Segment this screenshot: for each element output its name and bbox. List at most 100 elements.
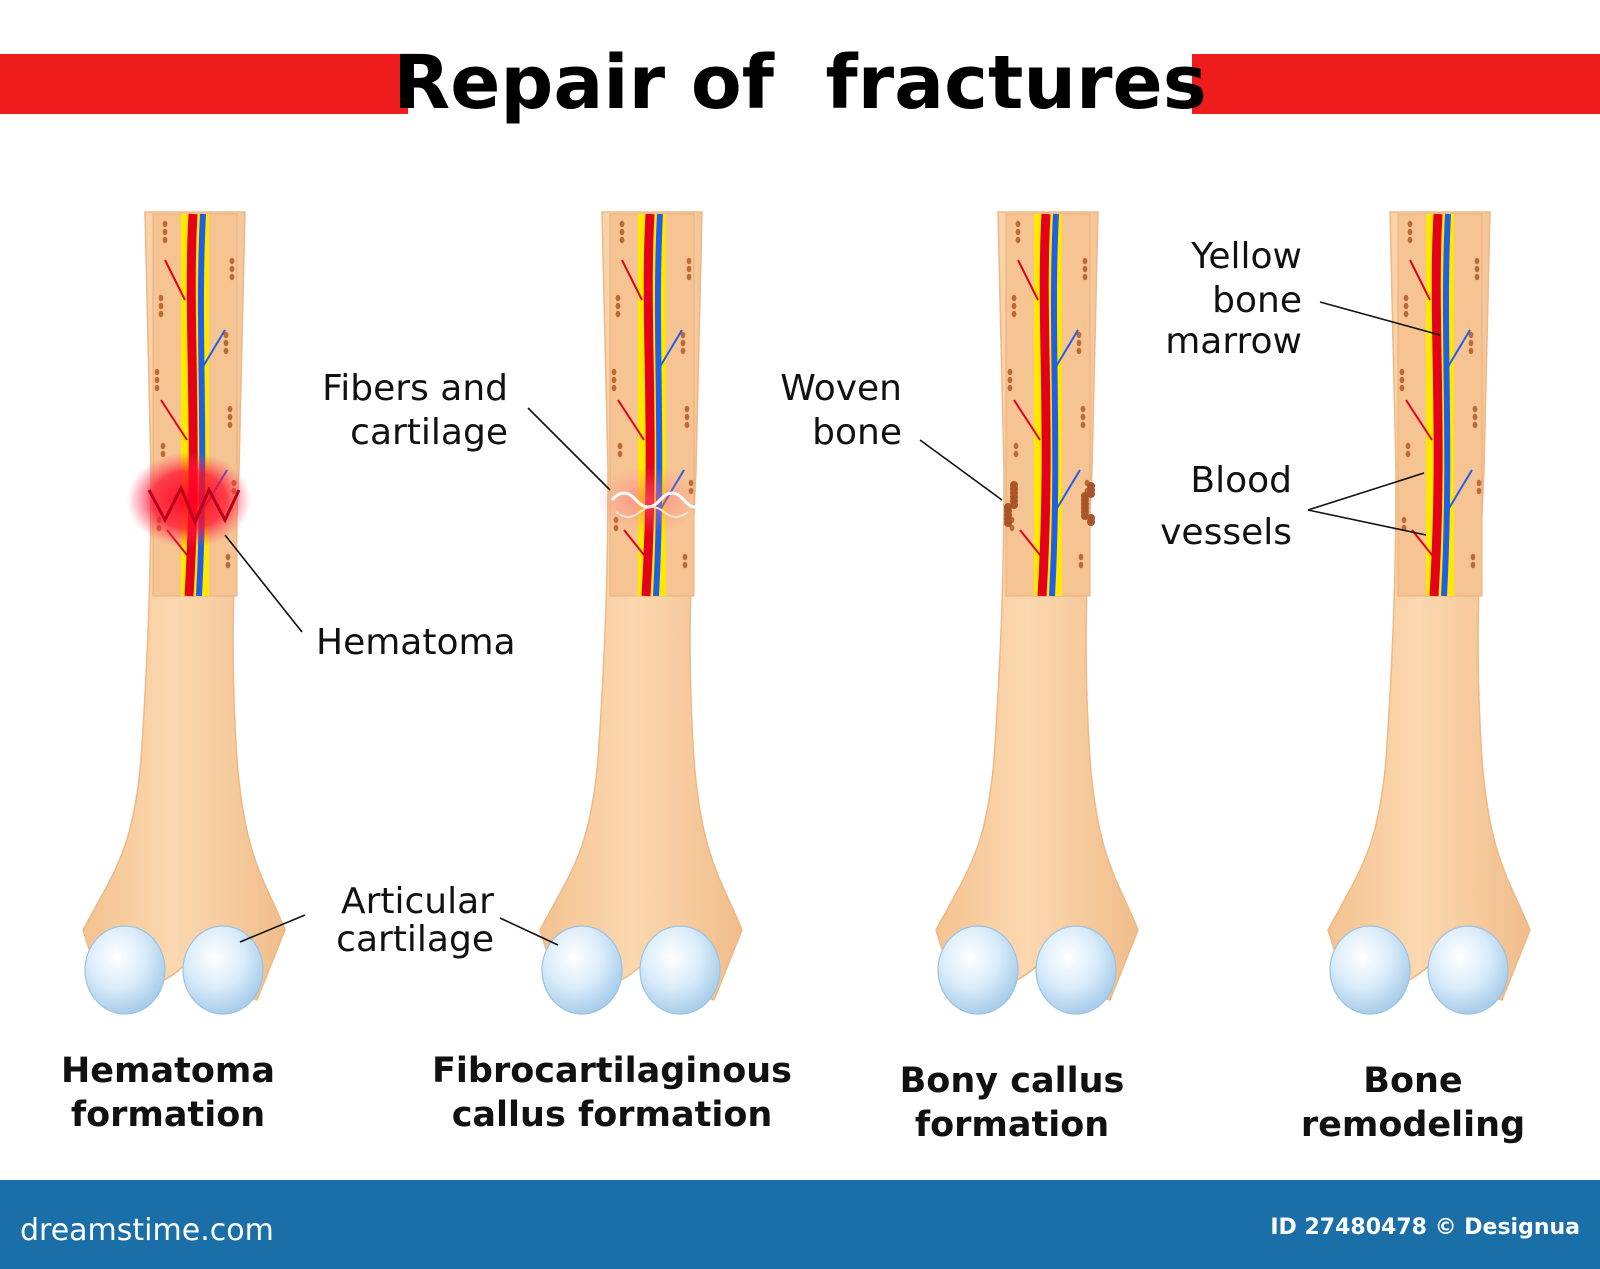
bone-pore xyxy=(1468,331,1474,339)
articular-cartilage-left xyxy=(937,925,1019,1015)
bone-pore xyxy=(160,450,166,458)
bone-pore xyxy=(1474,257,1480,265)
fracture-line xyxy=(147,484,241,526)
bone-pore xyxy=(1403,310,1409,318)
leader-vessels-1 xyxy=(1307,472,1425,511)
bone-pore xyxy=(615,302,621,310)
bone-pore xyxy=(227,413,233,421)
bone-pore xyxy=(680,339,686,347)
bone-pore xyxy=(1468,347,1474,355)
bone-pore xyxy=(1080,413,1086,421)
bone-pore xyxy=(162,236,168,244)
vessel-branch xyxy=(1411,529,1437,561)
bone-pore xyxy=(1407,220,1413,228)
caption-stage-1-line2: formation xyxy=(71,1095,265,1135)
caption-stage-4-line2: remodeling xyxy=(1301,1105,1525,1145)
leader-articular-1 xyxy=(239,914,306,943)
leader-fibers xyxy=(527,407,611,491)
vessel-branch xyxy=(621,259,643,301)
vessel-branch xyxy=(623,529,649,561)
label-blood-vessels-line2: vessels xyxy=(1160,512,1292,553)
leader-lines xyxy=(224,301,1441,946)
bone-pore xyxy=(1078,553,1084,561)
articular-cartilage-right xyxy=(1035,925,1117,1015)
bone-pore xyxy=(154,368,160,376)
footer-credit: ID 27480478 © Designua xyxy=(1270,1215,1580,1240)
articular-cartilage-left xyxy=(1329,925,1411,1015)
label-woven-bone-line2: bone xyxy=(812,412,902,453)
bone-pore xyxy=(1399,384,1405,392)
bone-pore xyxy=(1011,302,1017,310)
articular-cartilage-right xyxy=(182,925,264,1015)
vessel-branch xyxy=(1445,329,1471,371)
label-fibers-cartilage-line1: Fibers and xyxy=(322,368,508,409)
articular-cartilage-left xyxy=(541,925,623,1015)
footer-bar: dreamstime.com ID 27480478 © Designua xyxy=(0,1180,1600,1269)
cartilage-fibers xyxy=(615,506,689,518)
articular-cartilage-left xyxy=(84,925,166,1015)
bone-pore xyxy=(227,421,233,429)
bone-pore xyxy=(684,405,690,413)
bone-pore xyxy=(1013,450,1019,458)
vein xyxy=(1049,213,1059,597)
bone-pore xyxy=(1470,561,1476,569)
bone-pore xyxy=(1472,405,1478,413)
bone-pore xyxy=(617,442,623,450)
bone-pore xyxy=(611,384,617,392)
bone-pore xyxy=(686,257,692,265)
bone-pore xyxy=(1399,376,1405,384)
bone-pore xyxy=(160,442,166,450)
footer-site[interactable]: dreamstime.com xyxy=(20,1213,274,1248)
caption-stage-2-line1: Fibrocartilaginous xyxy=(432,1051,792,1091)
bone-pore xyxy=(1407,236,1413,244)
articular-cartilage-right xyxy=(639,925,721,1015)
bone-pore xyxy=(684,413,690,421)
page-title: Repair of fractures xyxy=(393,40,1207,126)
label-woven-bone-line1: Woven xyxy=(780,368,902,409)
bone-pore xyxy=(682,561,688,569)
label-yellow-marrow-line2: bone xyxy=(1212,280,1302,321)
bone-pore xyxy=(617,450,623,458)
label-fibers-cartilage-line2: cartilage xyxy=(350,412,508,453)
bone-pore xyxy=(611,376,617,384)
bone-pore xyxy=(1407,228,1413,236)
vessel-branch xyxy=(1447,469,1473,511)
bone-pore xyxy=(1015,228,1021,236)
bone-pore xyxy=(1082,265,1088,273)
woven-bone-trabecula xyxy=(1087,518,1095,526)
bone-pore xyxy=(158,310,164,318)
bone-pore xyxy=(223,347,229,355)
title-banner: Repair of fractures xyxy=(0,40,1600,126)
artery xyxy=(1037,213,1051,597)
artery xyxy=(1429,213,1443,597)
leader-vessels-2 xyxy=(1307,509,1427,536)
bone-pore xyxy=(154,376,160,384)
leader-woven xyxy=(919,439,1003,501)
caption-stage-1-line1: Hematoma xyxy=(61,1051,275,1091)
vessel-branch xyxy=(164,259,186,301)
bone-pore xyxy=(680,331,686,339)
bone-pore xyxy=(223,331,229,339)
bone-pore xyxy=(1009,524,1015,532)
vessel-branch xyxy=(617,399,645,441)
vessel-branch xyxy=(657,329,683,371)
bone-pore xyxy=(1470,553,1476,561)
bone-pore xyxy=(229,273,235,281)
bone-pore xyxy=(682,553,688,561)
bone-pore xyxy=(1403,294,1409,302)
banner-bar-left xyxy=(0,54,408,114)
leader-hematoma xyxy=(224,534,303,633)
caption-stage-4-line1: Bone xyxy=(1363,1061,1462,1101)
bone-pore xyxy=(1013,442,1019,450)
labels: Fibers and cartilage Hematoma Articular … xyxy=(316,236,1302,960)
bone-pore xyxy=(1076,339,1082,347)
bone-bony-callus xyxy=(935,211,1139,1015)
bone-pore xyxy=(225,561,231,569)
bone-pore xyxy=(615,294,621,302)
vessel-branch xyxy=(1013,399,1041,441)
bone-pore xyxy=(1403,302,1409,310)
bone-pore xyxy=(1007,368,1013,376)
vessel-branch xyxy=(160,399,188,441)
bone-pore xyxy=(615,310,621,318)
